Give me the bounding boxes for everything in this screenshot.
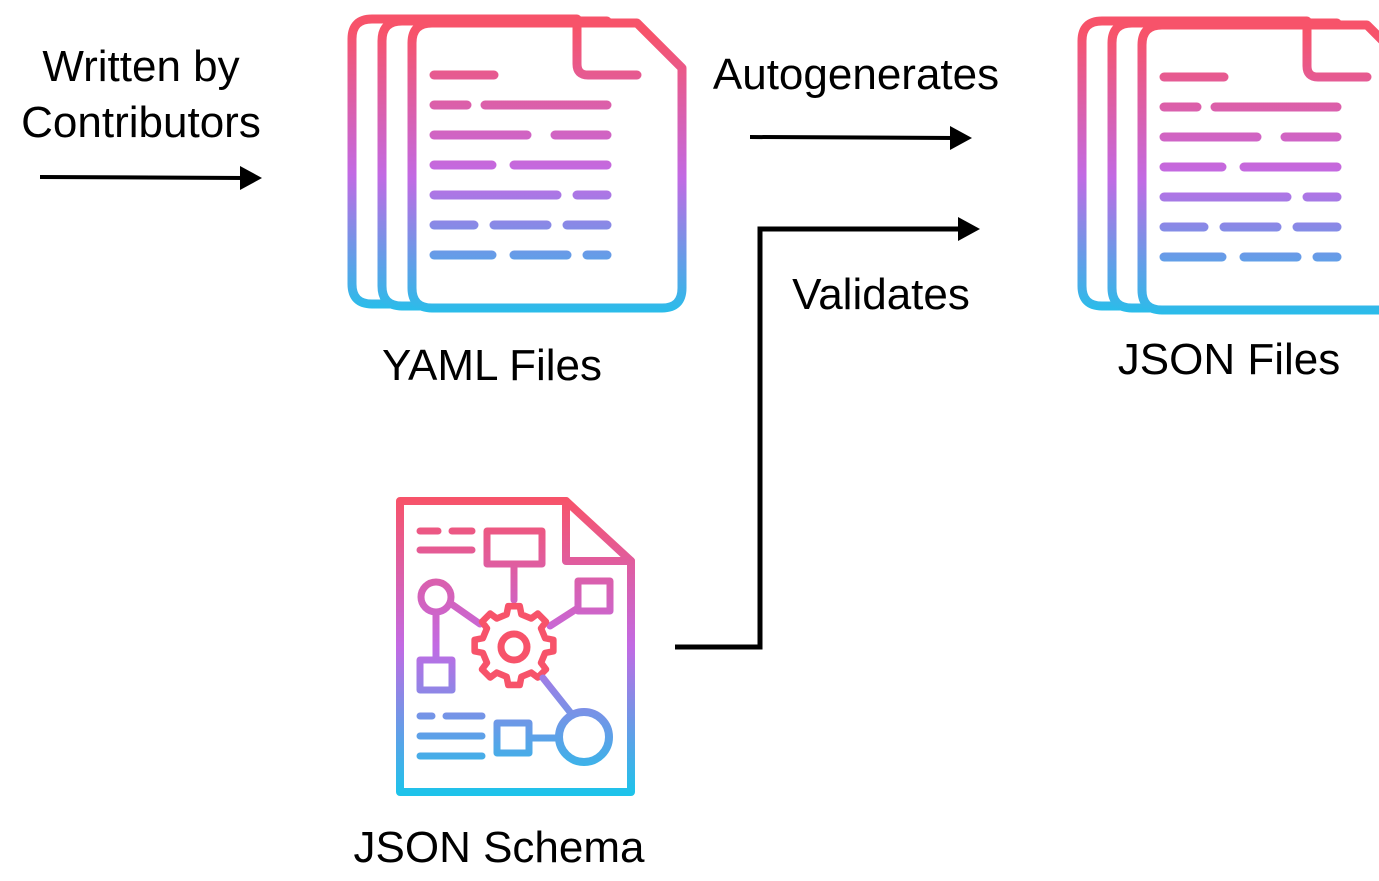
json-files-label: JSON Files	[1118, 335, 1340, 384]
validates-arrow	[675, 217, 980, 650]
yaml-files-icon	[347, 14, 687, 313]
autogenerates-label: Autogenerates	[713, 50, 999, 99]
json-schema-icon	[396, 497, 635, 796]
contributors-arrow	[39, 166, 262, 190]
written-by-label-line1: Written by	[42, 42, 239, 91]
json-files-icon	[1077, 16, 1379, 315]
written-by-label-line2: Contributors	[21, 98, 261, 147]
json-schema-label: JSON Schema	[354, 823, 646, 872]
yaml-files-label: YAML Files	[382, 341, 602, 390]
validates-label: Validates	[792, 270, 970, 319]
autogenerates-arrow	[749, 126, 972, 150]
